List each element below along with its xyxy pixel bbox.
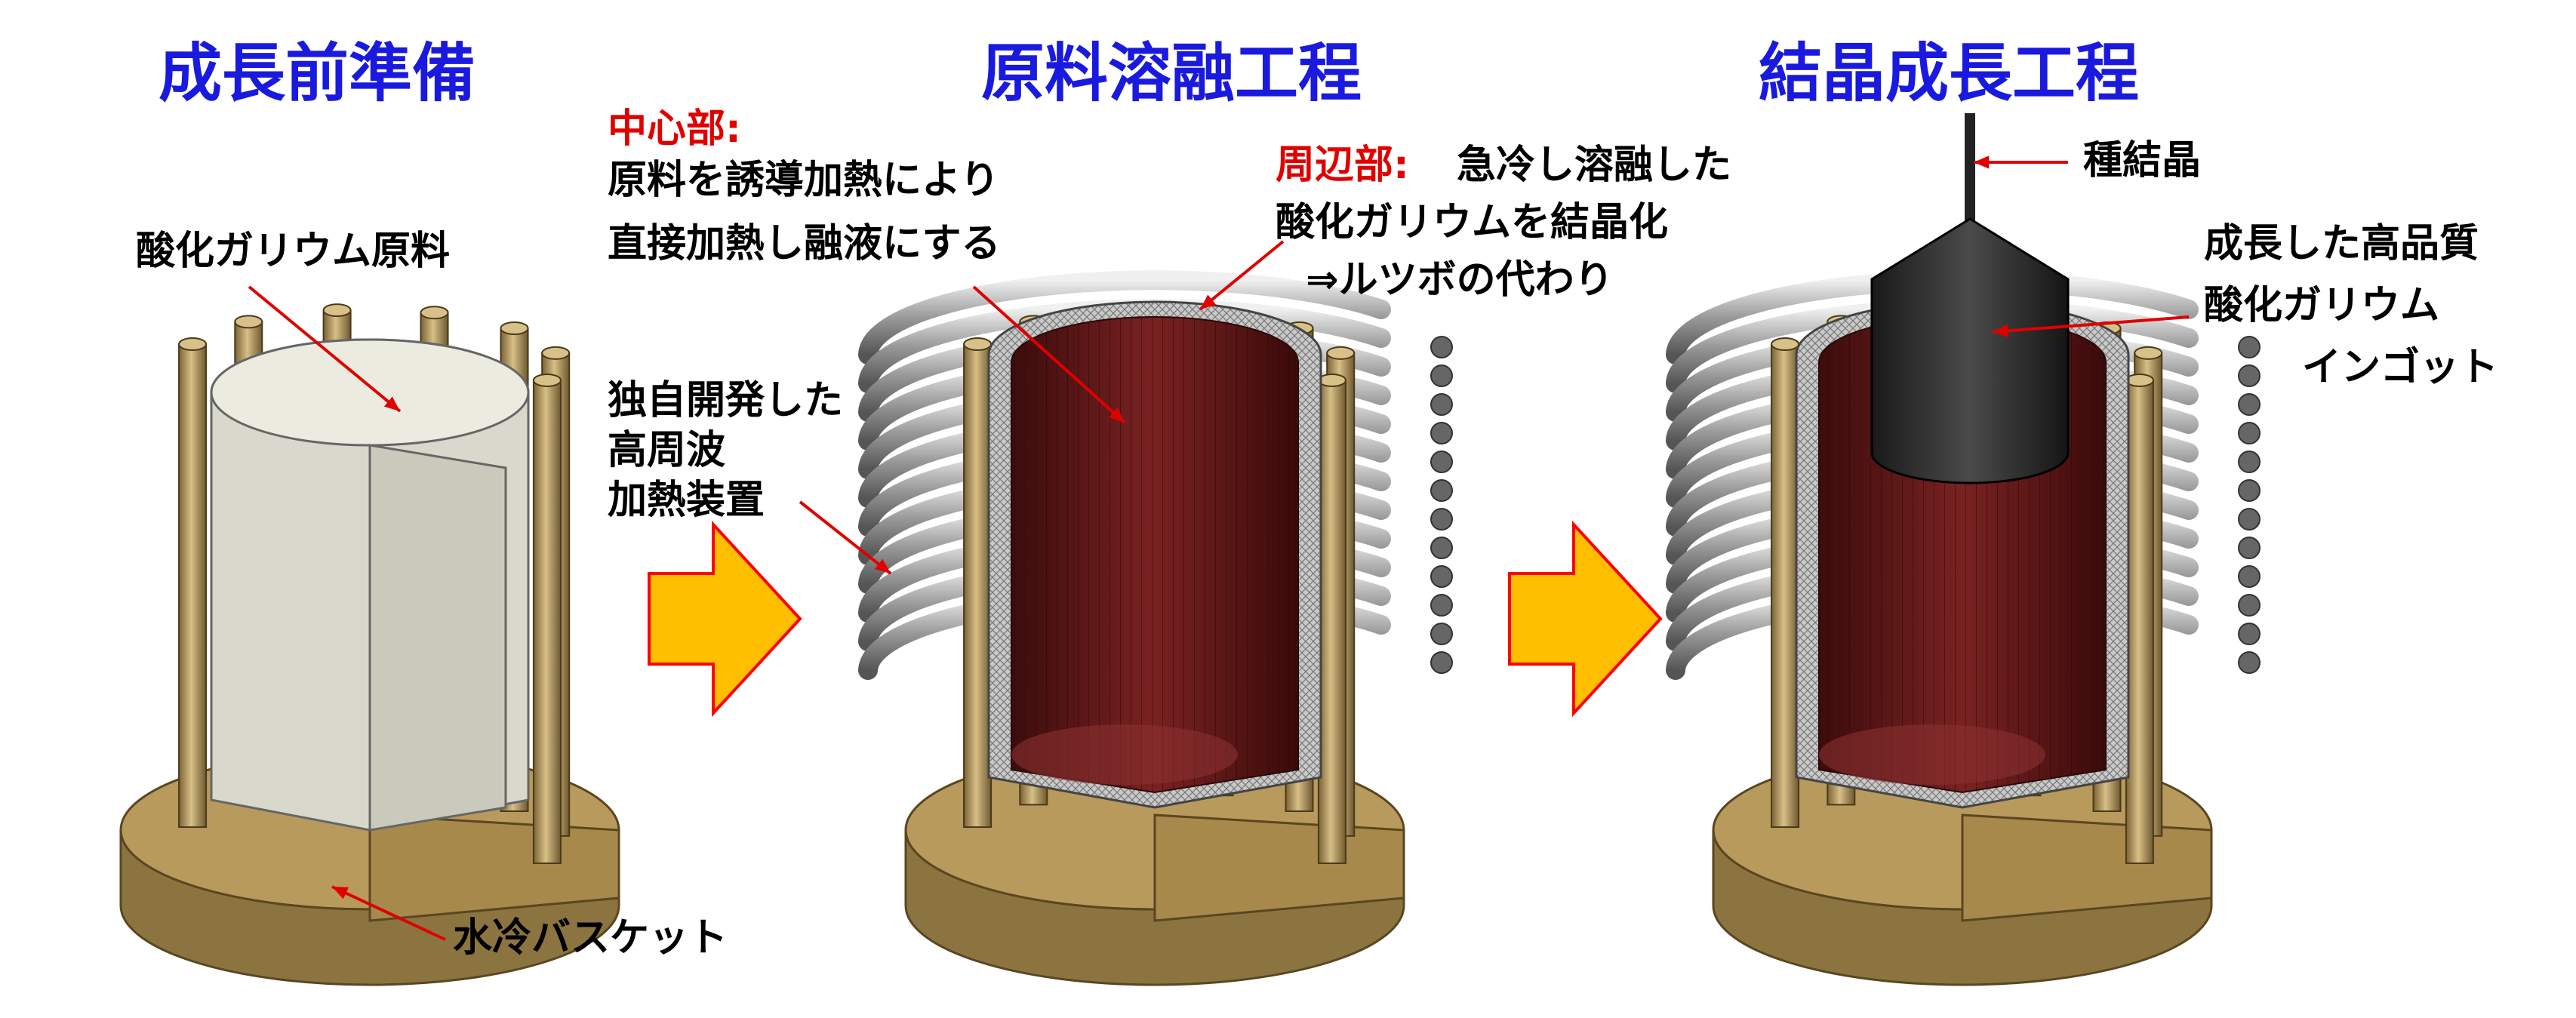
copper-rod-top: [2134, 346, 2163, 360]
coil-cut-end: [1430, 393, 1453, 416]
copper-rod: [532, 379, 562, 864]
coil-cut-end: [2238, 422, 2261, 444]
coil-cut-end: [2238, 364, 2261, 387]
grown-ingot: [1870, 217, 2070, 484]
copper-rod: [963, 343, 993, 829]
copper-rod-top: [1771, 337, 1800, 352]
label-periphery-line3: ⇒ルツボの代わり: [1306, 257, 1614, 303]
raw-material-cut-face: [368, 444, 507, 832]
stage-title-growth: 結晶成長工程: [1759, 36, 2140, 110]
process-arrow: [1508, 520, 1663, 718]
base-side: [904, 829, 1405, 986]
pointer-water-cooled-basket: [331, 885, 446, 941]
label-center-line2: 直接加熱し融液にする: [608, 221, 1001, 266]
rf-coil-turn: [858, 270, 1391, 364]
stage-title-prep: 成長前準備: [158, 36, 476, 110]
melt-floor: [1011, 724, 1238, 785]
process-arrow: [648, 520, 802, 718]
label-hf-heater-line1: 独自開発した: [608, 378, 844, 423]
label-center-title: 中心部:: [608, 106, 741, 152]
pointer-ingot: [1992, 315, 2190, 334]
coil-cut-end: [1430, 508, 1453, 531]
label-periphery-line1: 急冷し溶融した: [1457, 143, 1732, 188]
coil-cut-end: [1430, 565, 1453, 588]
callout-pointers: [248, 155, 2190, 941]
coil-cut-end: [1430, 594, 1453, 617]
coil-cut-end: [2238, 651, 2261, 674]
copper-rod-top: [963, 337, 993, 352]
copper-rod: [2125, 379, 2154, 864]
base-side: [119, 829, 620, 986]
copper-rod-top: [532, 373, 562, 387]
pointer-raw-material-head: [383, 396, 400, 411]
label-ingot-line1: 成長した高品質: [2204, 221, 2479, 266]
pointer-hf-heater: [799, 500, 892, 575]
pointer-raw-material: [248, 285, 402, 413]
coil-cut-end: [1430, 537, 1453, 559]
copper-rod-top: [420, 306, 449, 320]
pointer-hf-heater-head: [874, 558, 891, 574]
coil-cut-end: [2238, 336, 2261, 358]
label-periphery-title: 周辺部:: [1276, 143, 1409, 188]
coil-cut-end: [2238, 623, 2261, 645]
coil-cut-end: [2238, 479, 2261, 502]
label-periphery-line2: 酸化ガリウムを結晶化: [1276, 200, 1669, 245]
coil-cut-end: [2238, 508, 2261, 531]
label-ingot-line3: インゴット: [2302, 345, 2499, 390]
copper-rod: [1771, 343, 1800, 829]
coil-cut-end: [2238, 537, 2261, 559]
label-hf-heater-line2: 高周波: [608, 428, 726, 473]
copper-rod: [178, 343, 208, 829]
coil-cut-end: [1430, 336, 1453, 358]
pointer-water-cooled-basket-head: [332, 887, 349, 900]
coil-cut-end: [2238, 594, 2261, 617]
pointer-seed-crystal-head: [1974, 155, 1990, 169]
copper-rod-top: [234, 315, 263, 329]
stage-prep-illustration: [119, 303, 620, 986]
melt-floor: [1819, 724, 2045, 785]
process-arrows: [648, 520, 1663, 718]
coil-cut-end: [1430, 364, 1453, 387]
coil-cut-end: [1430, 479, 1453, 502]
label-center-line1: 原料を誘導加熱により: [608, 158, 999, 203]
raw-material-top: [210, 338, 530, 447]
copper-rod-top: [322, 303, 352, 318]
pointer-center-head: [1109, 408, 1125, 423]
coil-cut-end: [2238, 451, 2261, 473]
stage-title-melt: 原料溶融工程: [981, 36, 1362, 110]
label-water-cooled-basket: 水冷バスケット: [453, 915, 728, 961]
label-hf-heater-line3: 加熱装置: [608, 478, 765, 523]
coil-cut-end: [2238, 565, 2261, 588]
pointer-ingot-head: [1993, 324, 2008, 337]
copper-rod-top: [500, 321, 529, 336]
copper-rod-top: [541, 346, 571, 360]
coil-cut-end: [2238, 393, 2261, 416]
copper-rod-top: [2125, 373, 2154, 387]
copper-rod: [1317, 379, 1346, 864]
melt-texture: [1011, 317, 1298, 792]
pointer-periphery-head: [1200, 294, 1217, 309]
copper-rod-top: [1317, 373, 1346, 387]
pointer-center: [972, 285, 1126, 424]
copper-rod-top: [1326, 346, 1356, 360]
stage-melt-illustration: [858, 270, 1453, 986]
copper-rod-top: [178, 337, 208, 352]
coil-cut-end: [1430, 422, 1453, 444]
coil-cut-end: [1430, 623, 1453, 645]
base-side: [1712, 829, 2213, 986]
coil-cut-end: [1430, 451, 1453, 473]
label-ingot-line2: 酸化ガリウム: [2204, 283, 2440, 328]
coil-cut-end: [1430, 651, 1453, 674]
stage-growth-illustration: [1666, 113, 2261, 986]
label-seed-crystal: 種結晶: [2083, 138, 2202, 183]
pointer-periphery: [1199, 240, 1285, 311]
label-raw-material: 酸化ガリウム原料: [136, 229, 451, 274]
